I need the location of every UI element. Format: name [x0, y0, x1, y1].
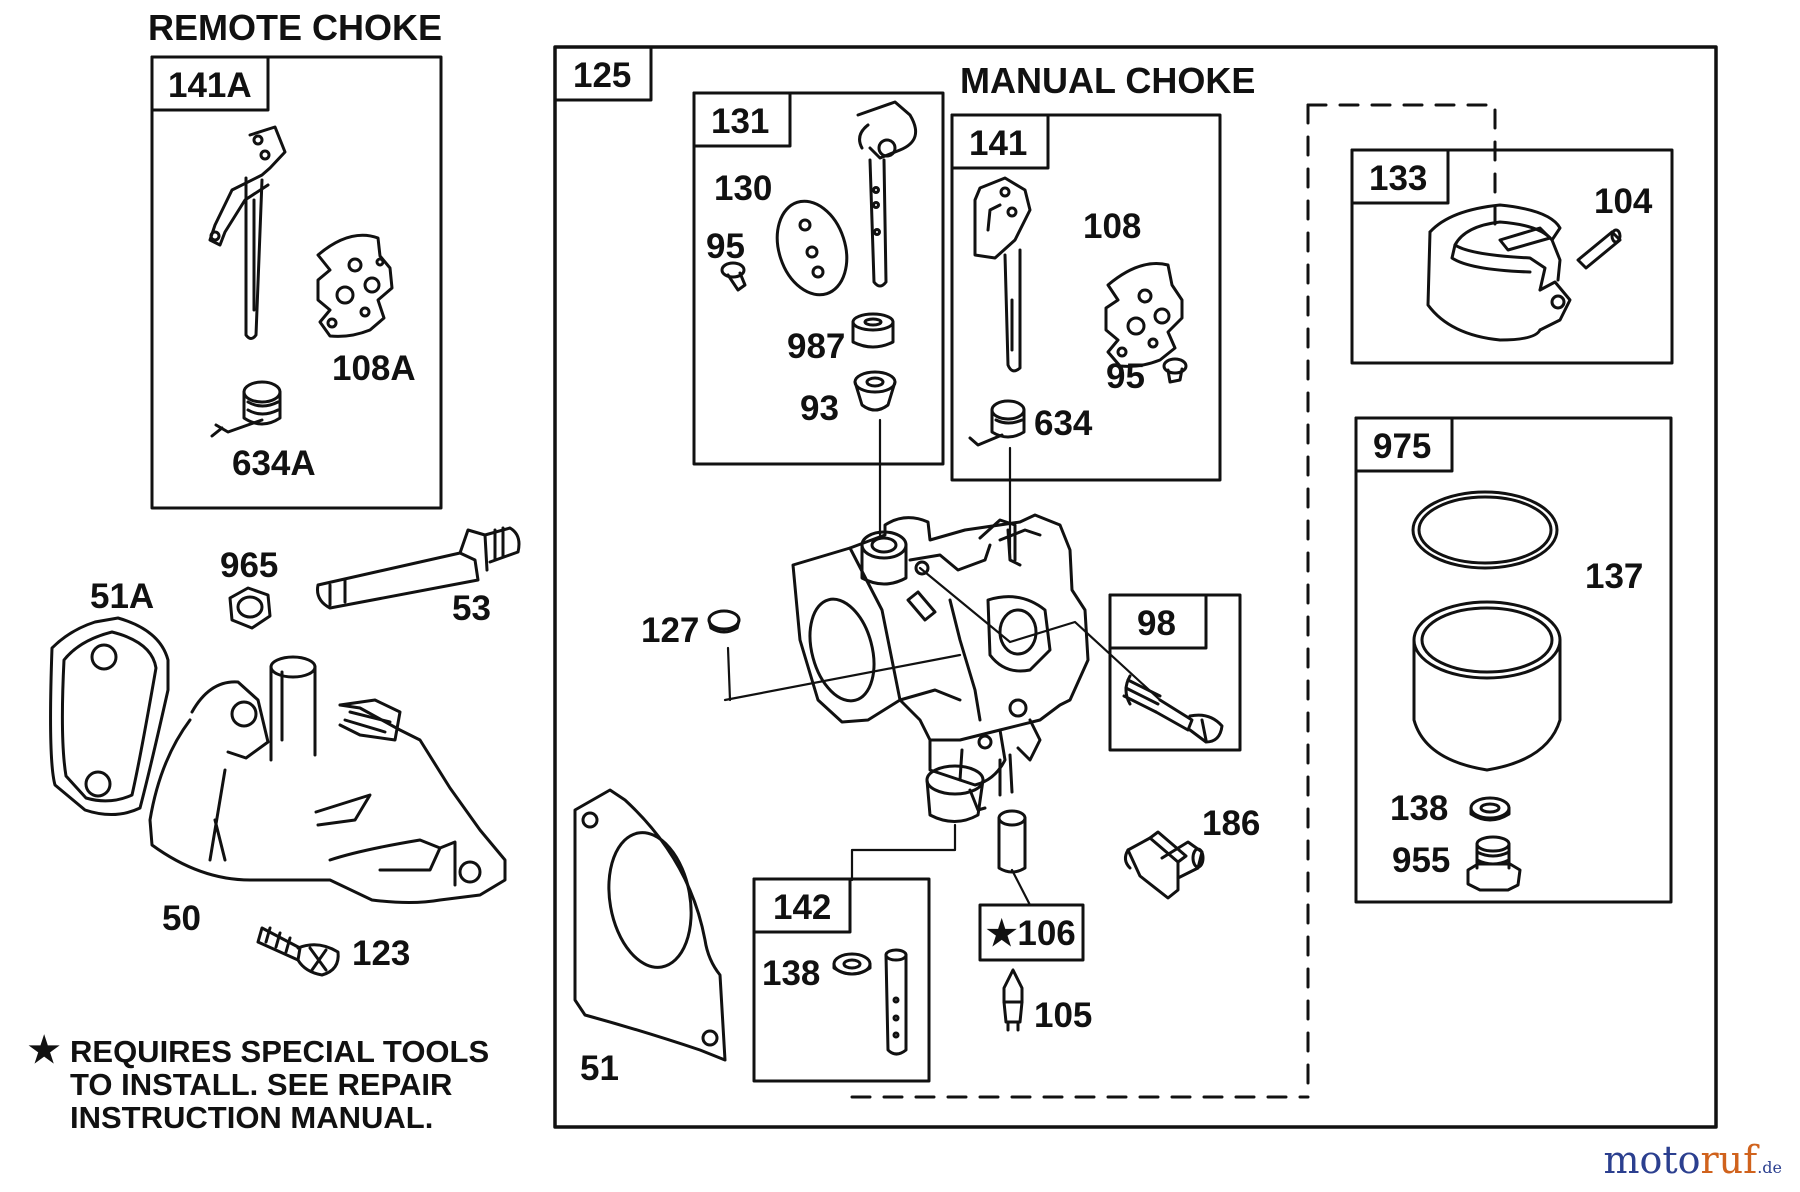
part-label-50: 50 [162, 899, 201, 938]
kit-label-125: 125 [573, 56, 631, 95]
part-label-186: 186 [1202, 804, 1260, 843]
part-label-138-b: 138 [762, 954, 820, 993]
part-label-95-b: 95 [1106, 357, 1145, 396]
part-label-51A: 51A [90, 577, 154, 616]
part-123-screw [256, 926, 340, 977]
note-line-1: REQUIRES SPECIAL TOOLS [70, 1034, 490, 1069]
part-53-tube [316, 526, 521, 610]
part-93-washer [853, 370, 897, 412]
part-label-127: 127 [641, 611, 699, 650]
part-label-634A: 634A [232, 444, 316, 483]
part-label-137: 137 [1585, 557, 1643, 596]
kit-label-98: 98 [1137, 604, 1176, 643]
part-95-screw-b [1162, 357, 1188, 384]
part-label-53: 53 [452, 589, 491, 628]
part-label-105: 105 [1034, 996, 1092, 1035]
part-975-float-bowl [1412, 600, 1562, 772]
part-131-throttle-shaft [856, 100, 918, 288]
dashed-leaders [850, 103, 1497, 1099]
section-title-remote-choke: REMOTE CHOKE [148, 7, 442, 48]
part-186-elbow-fitting [1123, 830, 1205, 900]
part-105-needle [1002, 968, 1024, 1032]
kit-label-975: 975 [1373, 427, 1431, 466]
part-label-51: 51 [580, 1049, 619, 1088]
special-tools-note: ★ REQUIRES SPECIAL TOOLS TO INSTALL. SEE… [28, 1032, 490, 1135]
kit-box-141 [950, 113, 1222, 482]
part-95-screw-a [720, 261, 747, 292]
part-634-spring [968, 399, 1026, 447]
part-108A-plate [316, 233, 394, 338]
leader-lines [723, 418, 1162, 907]
part-label-987: 987 [787, 327, 845, 366]
part-141A-choke-lever [208, 125, 287, 340]
part-133-float [1426, 203, 1572, 342]
part-965-nut [228, 586, 272, 630]
section-title-manual-choke: MANUAL CHOKE [960, 60, 1255, 101]
part-108-plate [1104, 262, 1184, 368]
part-130-throttle-plate [775, 199, 849, 297]
part-label-108: 108 [1083, 207, 1141, 246]
remote-choke-box [150, 55, 443, 510]
part-label-123: 123 [352, 934, 410, 973]
kit-box-131 [692, 91, 945, 466]
kit-label-141: 141 [969, 124, 1027, 163]
part-104-pin [1576, 228, 1622, 270]
part-51-gasket [573, 788, 727, 1062]
part-label-93: 93 [800, 389, 839, 428]
note-line-3: INSTRUCTION MANUAL. [70, 1100, 434, 1135]
note-line-2: TO INSTALL. SEE REPAIR [70, 1067, 453, 1102]
kit-box-106 [978, 903, 1085, 962]
kit-label-142: 142 [773, 888, 831, 927]
part-label-138-a: 138 [1390, 789, 1448, 828]
kit-label-133: 133 [1369, 159, 1427, 198]
star-icon: ★ [28, 1029, 61, 1070]
manual-choke-frame [553, 45, 1718, 1129]
part-label-104: 104 [1594, 182, 1653, 221]
part-106-main-jet [997, 809, 1027, 874]
part-127-plug [707, 609, 741, 634]
part-137-gasket-ring [1411, 490, 1559, 570]
part-141-choke-lever [973, 176, 1032, 373]
kit-box-133 [1350, 148, 1674, 365]
part-label-130: 130 [714, 169, 772, 208]
part-138-washer-a [1469, 796, 1511, 822]
part-50-intake [148, 655, 507, 904]
part-label-955: 955 [1392, 841, 1450, 880]
part-142-nozzle [832, 948, 908, 1056]
part-label-95-a: 95 [706, 227, 745, 266]
kit-box-975 [1354, 416, 1673, 904]
part-987-seal [851, 312, 895, 349]
kit-label-131: 131 [711, 102, 769, 141]
part-label-965: 965 [220, 546, 278, 585]
part-98-idle-screw [1122, 674, 1224, 744]
carburetor-body [791, 513, 1090, 823]
kit-label-141A: 141A [168, 66, 252, 105]
part-label-634: 634 [1034, 404, 1093, 443]
part-51A-gasket [49, 616, 170, 816]
part-634A-spring [210, 380, 282, 438]
kit-label-106: ★106 [986, 914, 1076, 953]
part-955-bowl-nut [1466, 835, 1522, 892]
watermark-logo: motoruf.de [1603, 1138, 1782, 1182]
part-label-108A: 108A [332, 349, 416, 388]
